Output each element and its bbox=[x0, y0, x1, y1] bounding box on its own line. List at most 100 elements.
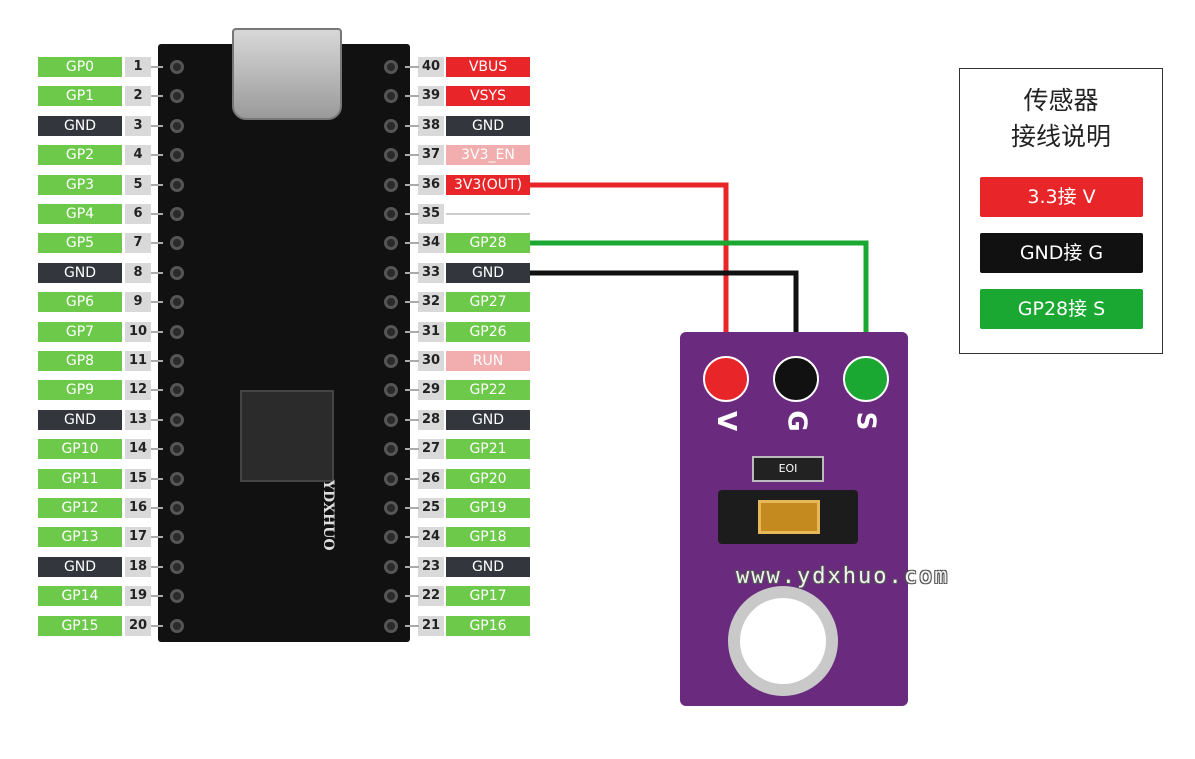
pin-tick bbox=[151, 419, 163, 421]
board-pad bbox=[384, 60, 398, 74]
pin-label-left: GND bbox=[38, 410, 122, 430]
board-pad bbox=[384, 501, 398, 515]
pin-number-left: 2 bbox=[125, 86, 151, 106]
pin-label-right: GP26 bbox=[446, 322, 530, 342]
pin-tick bbox=[405, 272, 419, 274]
pin-tick bbox=[151, 272, 163, 274]
pin-number-right: 22 bbox=[418, 586, 444, 606]
pin-label-right: GP19 bbox=[446, 498, 530, 518]
pin-label-right: GP27 bbox=[446, 292, 530, 312]
board-pad bbox=[384, 472, 398, 486]
board-pad bbox=[170, 178, 184, 192]
usb-c-connector bbox=[232, 28, 342, 120]
pin-tick bbox=[151, 125, 163, 127]
pin-tick bbox=[151, 154, 163, 156]
legend-title: 传感器 接线说明 bbox=[960, 83, 1162, 155]
board-pad bbox=[170, 413, 184, 427]
board-pad bbox=[384, 119, 398, 133]
board-pad bbox=[170, 119, 184, 133]
pin-tick bbox=[405, 66, 419, 68]
pin-number-left: 3 bbox=[125, 116, 151, 136]
pin-tick bbox=[405, 331, 419, 333]
pin-tick bbox=[405, 242, 419, 244]
board-pad bbox=[170, 295, 184, 309]
pin-tick bbox=[151, 301, 163, 303]
board-pad bbox=[384, 89, 398, 103]
light-sensor-window bbox=[758, 500, 820, 534]
pin-number-left: 13 bbox=[125, 410, 151, 430]
pin-number-left: 19 bbox=[125, 586, 151, 606]
pin-number-right: 29 bbox=[418, 380, 444, 400]
pin-label-left: GND bbox=[38, 557, 122, 577]
board-pad bbox=[170, 89, 184, 103]
pin-tick bbox=[405, 213, 419, 215]
rp2040-chip bbox=[240, 390, 334, 482]
pin-tick bbox=[405, 360, 419, 362]
pin-tick bbox=[151, 360, 163, 362]
legend-title-line2: 接线说明 bbox=[1010, 122, 1111, 151]
board-pad bbox=[170, 60, 184, 74]
pin-label-left: GP6 bbox=[38, 292, 122, 312]
pin-label-left: GP14 bbox=[38, 586, 122, 606]
pin-number-right: 35 bbox=[418, 204, 444, 224]
board-pad bbox=[170, 148, 184, 162]
pin-tick bbox=[151, 66, 163, 68]
board-pad bbox=[384, 236, 398, 250]
board-pad bbox=[170, 266, 184, 280]
legend-item-power: 3.3接 V bbox=[980, 177, 1143, 217]
pin-number-right: 37 bbox=[418, 145, 444, 165]
board-pad bbox=[384, 266, 398, 280]
pin-label-left: GP2 bbox=[38, 145, 122, 165]
board-pad bbox=[170, 325, 184, 339]
pin-label-left: GP11 bbox=[38, 469, 122, 489]
pin-tick bbox=[405, 595, 419, 597]
pin-number-left: 15 bbox=[125, 469, 151, 489]
pin-label-right: GND bbox=[446, 116, 530, 136]
pin-number-right: 39 bbox=[418, 86, 444, 106]
pin-number-right: 32 bbox=[418, 292, 444, 312]
pin-label-left: GP13 bbox=[38, 527, 122, 547]
pin-tick bbox=[151, 331, 163, 333]
pin-label-right: GP16 bbox=[446, 616, 530, 636]
pin-tick bbox=[405, 95, 419, 97]
pin-number-right: 40 bbox=[418, 57, 444, 77]
module-pin-dot bbox=[773, 356, 819, 402]
board-pad bbox=[170, 619, 184, 633]
pin-label-left: GP4 bbox=[38, 204, 122, 224]
pin-number-left: 16 bbox=[125, 498, 151, 518]
pin-number-right: 24 bbox=[418, 527, 444, 547]
pin-number-right: 31 bbox=[418, 322, 444, 342]
wiring-legend: 传感器 接线说明 3.3接 V GND接 G GP28接 S bbox=[959, 68, 1163, 354]
board-pad bbox=[384, 619, 398, 633]
watermark: www.ydxhuo.com bbox=[736, 564, 950, 589]
pin-number-left: 8 bbox=[125, 263, 151, 283]
pin-tick bbox=[151, 389, 163, 391]
pin-number-right: 28 bbox=[418, 410, 444, 430]
module-pin-dot bbox=[843, 356, 889, 402]
board-pad bbox=[170, 472, 184, 486]
pin-tick bbox=[405, 301, 419, 303]
pin-tick bbox=[151, 625, 163, 627]
legend-item-signal: GP28接 S bbox=[980, 289, 1143, 329]
pin-number-left: 18 bbox=[125, 557, 151, 577]
pin-number-right: 21 bbox=[418, 616, 444, 636]
pin-number-right: 38 bbox=[418, 116, 444, 136]
pin-label-right: GP17 bbox=[446, 586, 530, 606]
board-pad bbox=[170, 354, 184, 368]
pin-label-left: GP5 bbox=[38, 233, 122, 253]
pin-tick bbox=[405, 419, 419, 421]
pin-number-right: 27 bbox=[418, 439, 444, 459]
pin-label-right: GP18 bbox=[446, 527, 530, 547]
pin-label-right: GND bbox=[446, 410, 530, 430]
board-pad bbox=[384, 413, 398, 427]
board-pad bbox=[384, 530, 398, 544]
pin-tick bbox=[405, 566, 419, 568]
pin-label-right: VBUS bbox=[446, 57, 530, 77]
pin-label-left: GP10 bbox=[38, 439, 122, 459]
pin-number-left: 14 bbox=[125, 439, 151, 459]
module-pin-letter: V bbox=[711, 410, 742, 432]
pin-label-right: VSYS bbox=[446, 86, 530, 106]
board-pad bbox=[170, 501, 184, 515]
pin-number-left: 1 bbox=[125, 57, 151, 77]
pin-tick bbox=[151, 507, 163, 509]
